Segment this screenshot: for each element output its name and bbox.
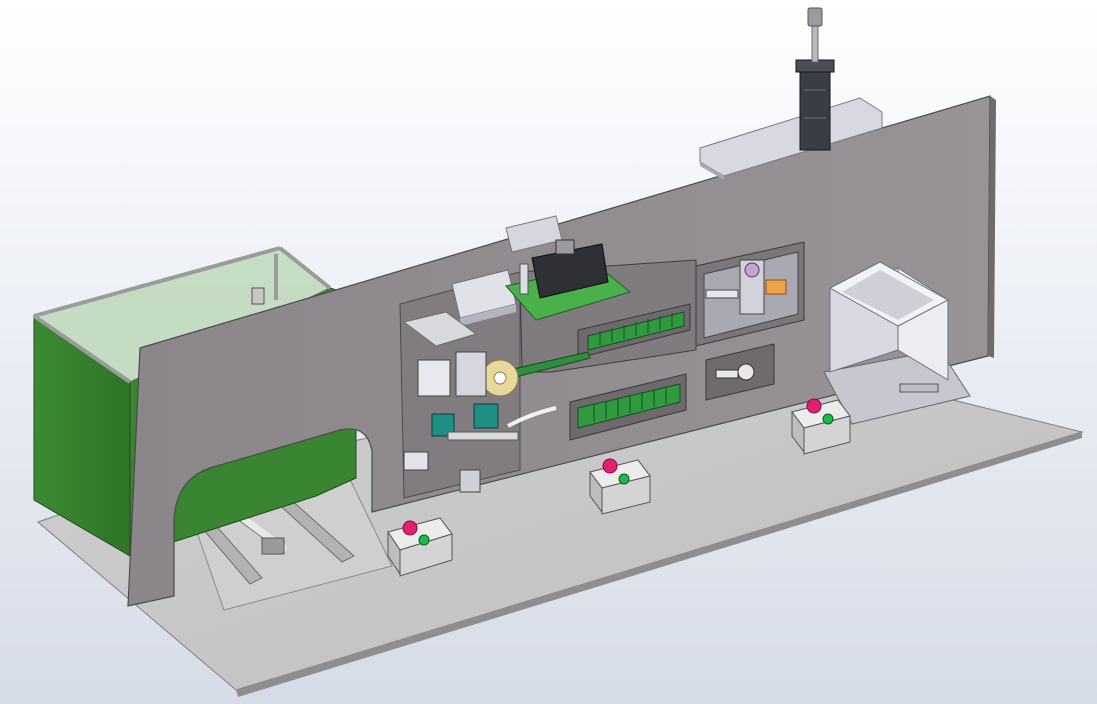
control-button-box[interactable] [387,517,453,577]
cable [507,406,557,428]
gripper-wheel [744,262,760,278]
roller-block [455,351,487,397]
bearing-block [261,537,285,555]
enclosure-frame-edge [33,246,281,318]
pneumatic-cylinder-body [799,61,831,151]
main-panel-edge [988,96,996,358]
sensor-knob [737,363,755,381]
enclosure-frame-edge [278,246,332,290]
cyan-actuator [473,403,499,429]
start-button[interactable] [418,534,430,546]
stop-button[interactable] [602,458,618,474]
feeder-rod [519,263,529,295]
guide-rail [447,431,519,441]
start-button[interactable] [822,413,834,425]
base-plate-edge [236,432,1082,697]
clamp [403,451,429,471]
feeder-tray-side [460,304,516,326]
sensor-body [715,369,739,379]
feeder-head [531,243,609,299]
stop-button[interactable] [806,398,822,414]
label-plate [402,311,478,347]
enclosure-frame-edge [32,314,132,384]
top-plate-side [700,162,724,180]
gripper-rail [705,289,739,299]
roller-block [417,359,451,397]
bin-inner-shadow [842,270,934,320]
control-button-box[interactable] [791,398,851,455]
conveyor-teeth [593,313,673,422]
bin-handle [899,383,939,393]
enclosure-bracket [251,287,265,305]
tape-roll-core [493,371,507,385]
clamp [459,469,481,493]
cyan-actuator [431,413,455,437]
gripper-finger [765,279,787,295]
control-button-box[interactable] [589,458,651,515]
pneumatic-cylinder-rod [811,23,819,63]
stop-button[interactable] [402,520,418,536]
pneumatic-cylinder-tip [807,7,823,27]
start-button[interactable] [618,473,630,485]
feeder-head-top [555,239,575,255]
